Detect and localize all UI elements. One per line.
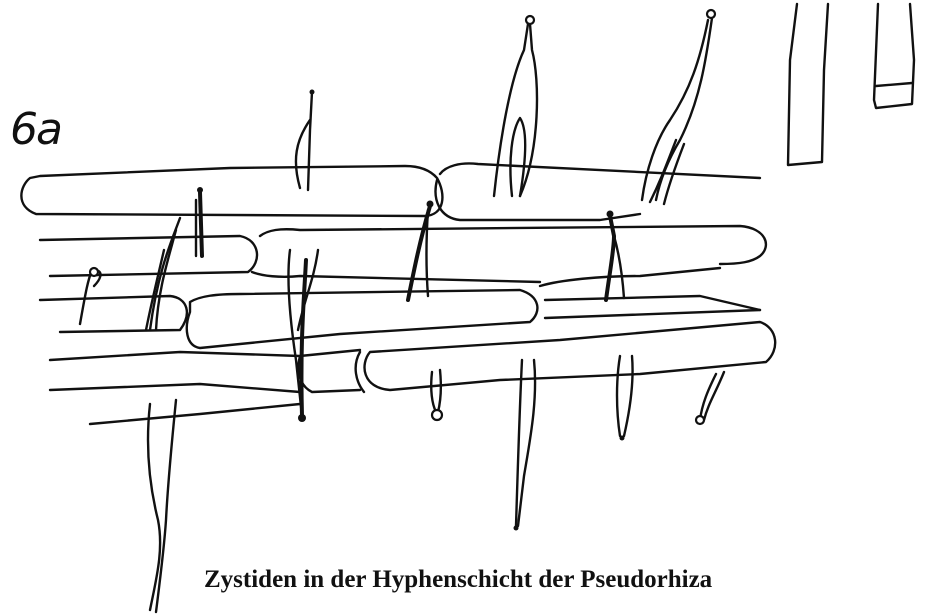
hypha-row-bottom: [90, 404, 300, 424]
cystidium-14: [148, 400, 176, 612]
hypha-row-second: [40, 226, 766, 286]
cystidium-4: [196, 187, 203, 256]
cystidium-1: [296, 90, 315, 191]
cystidium-13: [696, 372, 724, 424]
tube-fragment-left: [788, 4, 828, 165]
cystidium-8: [606, 211, 624, 301]
cystidium-2: [494, 16, 537, 196]
cystidium-12: [617, 356, 633, 441]
figure-caption: Zystiden in der Hyphenschicht der Pseudo…: [204, 567, 712, 592]
hypha-row-fourth: [50, 322, 775, 392]
cystidium-11: [514, 360, 536, 531]
cystidium-10: [431, 370, 442, 420]
figure-label: 6a: [10, 108, 61, 152]
hypha-row-top: [21, 163, 760, 220]
tube-fragment-right: [874, 4, 914, 108]
